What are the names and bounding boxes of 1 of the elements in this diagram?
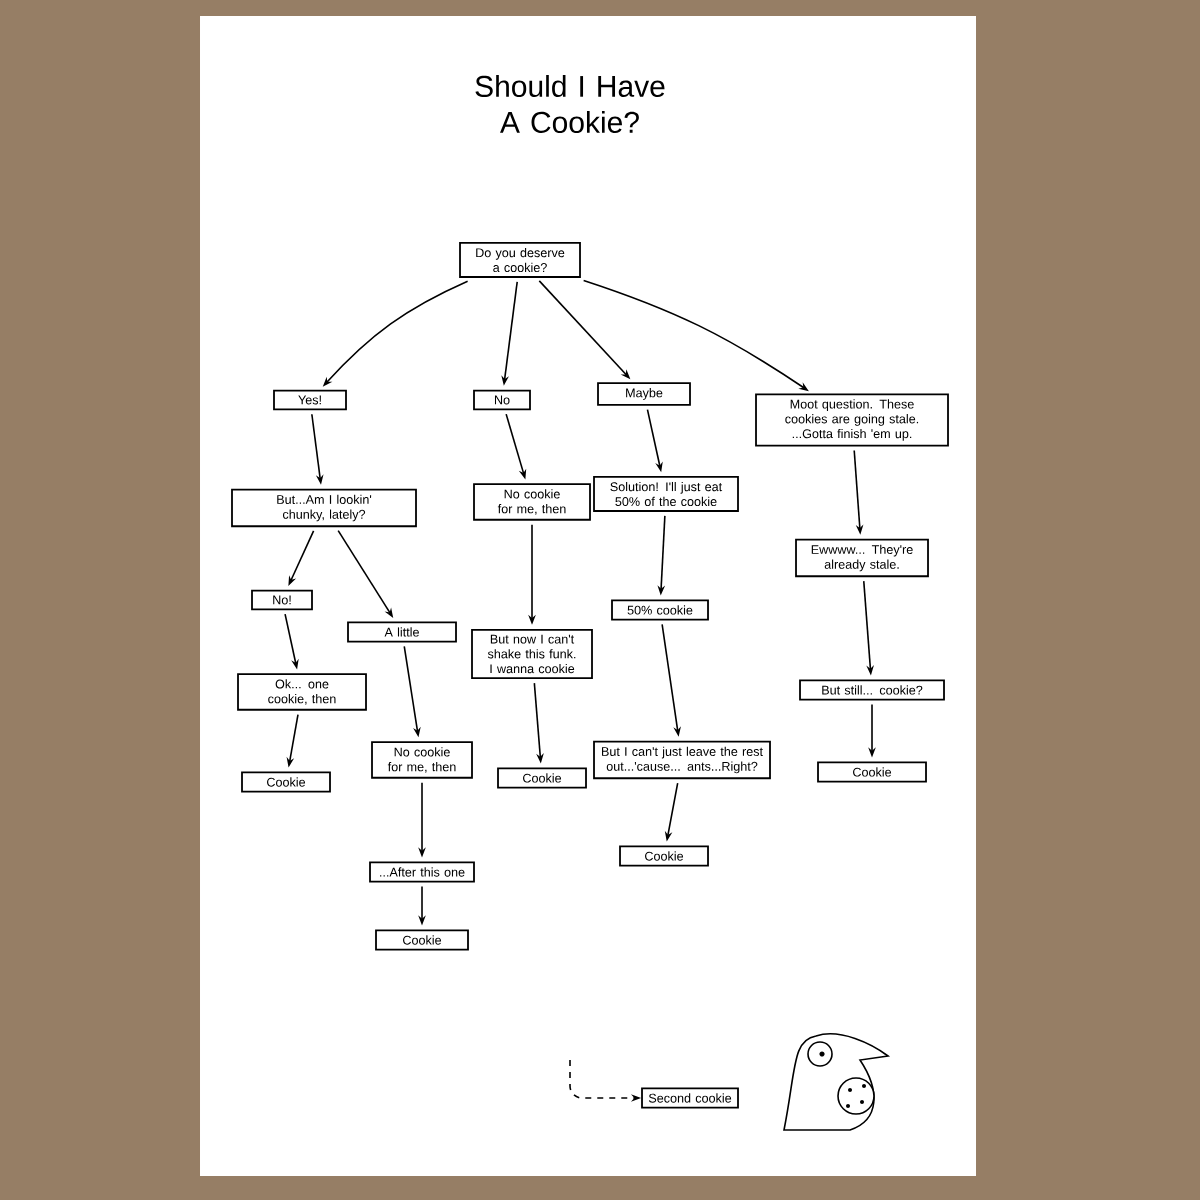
title: Should I Have A Cookie?	[475, 74, 665, 133]
